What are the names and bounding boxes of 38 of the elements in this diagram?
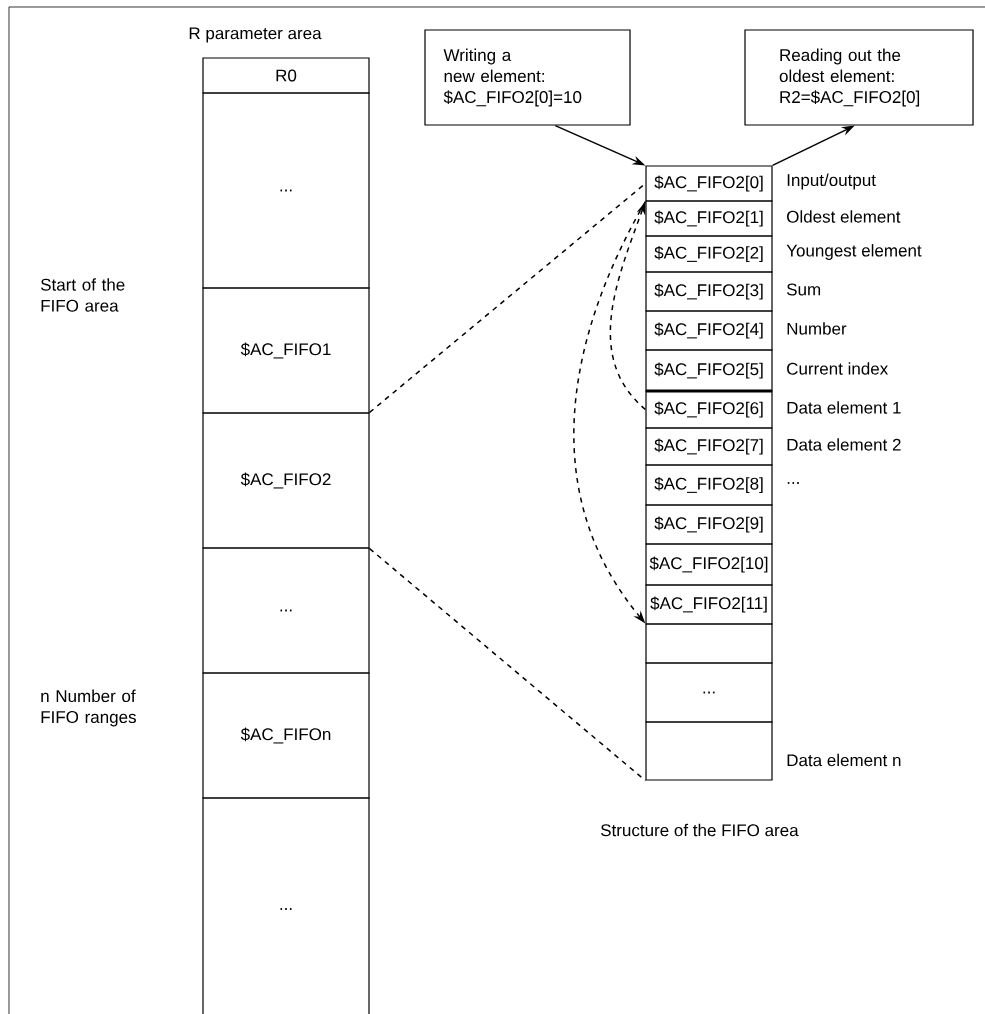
text-box: Writing a new element: $AC_FIFO2[0]=10 (424, 29, 631, 126)
memory-cell: $AC_FIFO2[1] (645, 200, 773, 237)
memory-cell (645, 623, 773, 664)
cell-annotation: ... (787, 482, 799, 484)
memory-cell: ... (645, 662, 773, 723)
cell-annotation: Data element 1 (787, 401, 901, 414)
memory-cell: ... (202, 547, 370, 674)
cell-annotation: Sum (787, 283, 821, 296)
memory-cell: $AC_FIFO2[7] (645, 427, 773, 466)
text-box: Reading out the oldest element: R2=$AC_FIFO2[0] (744, 29, 974, 126)
memory-cell: $AC_FIFO2[6] (645, 390, 773, 429)
memory-cell: $AC_FIFO2 (202, 412, 370, 549)
label: Start of the FIFO area (40, 278, 125, 312)
cell-annotation: Data element n (787, 753, 901, 767)
memory-cell: $AC_FIFOn (202, 672, 370, 799)
cell-annotation: Data element 2 (787, 438, 901, 451)
label: R parameter area (189, 27, 322, 43)
memory-cell: R0 (202, 57, 370, 94)
memory-cell: $AC_FIFO2[2] (645, 235, 773, 273)
memory-cell (645, 721, 773, 781)
memory-cell: $AC_FIFO2[3] (645, 271, 773, 312)
memory-cell: ... (202, 92, 370, 289)
memory-cell: $AC_FIFO2[5] (645, 349, 773, 392)
label: n Number of FIFO ranges (41, 689, 136, 727)
cell-annotation: Current index (787, 362, 889, 375)
memory-cell: $AC_FIFO2[9] (645, 504, 773, 545)
memory-cell: ... (202, 797, 370, 1014)
cell-annotation: Number (787, 322, 847, 335)
memory-cell: $AC_FIFO2[11] (645, 584, 773, 625)
cell-annotation: Youngest element (786, 244, 922, 260)
cell-annotation: Input/output (787, 173, 876, 190)
memory-cell: $AC_FIFO2[4] (645, 310, 773, 351)
label: Structure of the FIFO area (601, 823, 799, 837)
memory-cell: $AC_FIFO1 (202, 287, 370, 414)
memory-cell: $AC_FIFO2[10] (645, 543, 773, 586)
memory-cell: $AC_FIFO2[8] (645, 464, 773, 506)
cell-annotation: Oldest element (787, 210, 901, 223)
memory-cell: $AC_FIFO2[0] (645, 165, 773, 202)
